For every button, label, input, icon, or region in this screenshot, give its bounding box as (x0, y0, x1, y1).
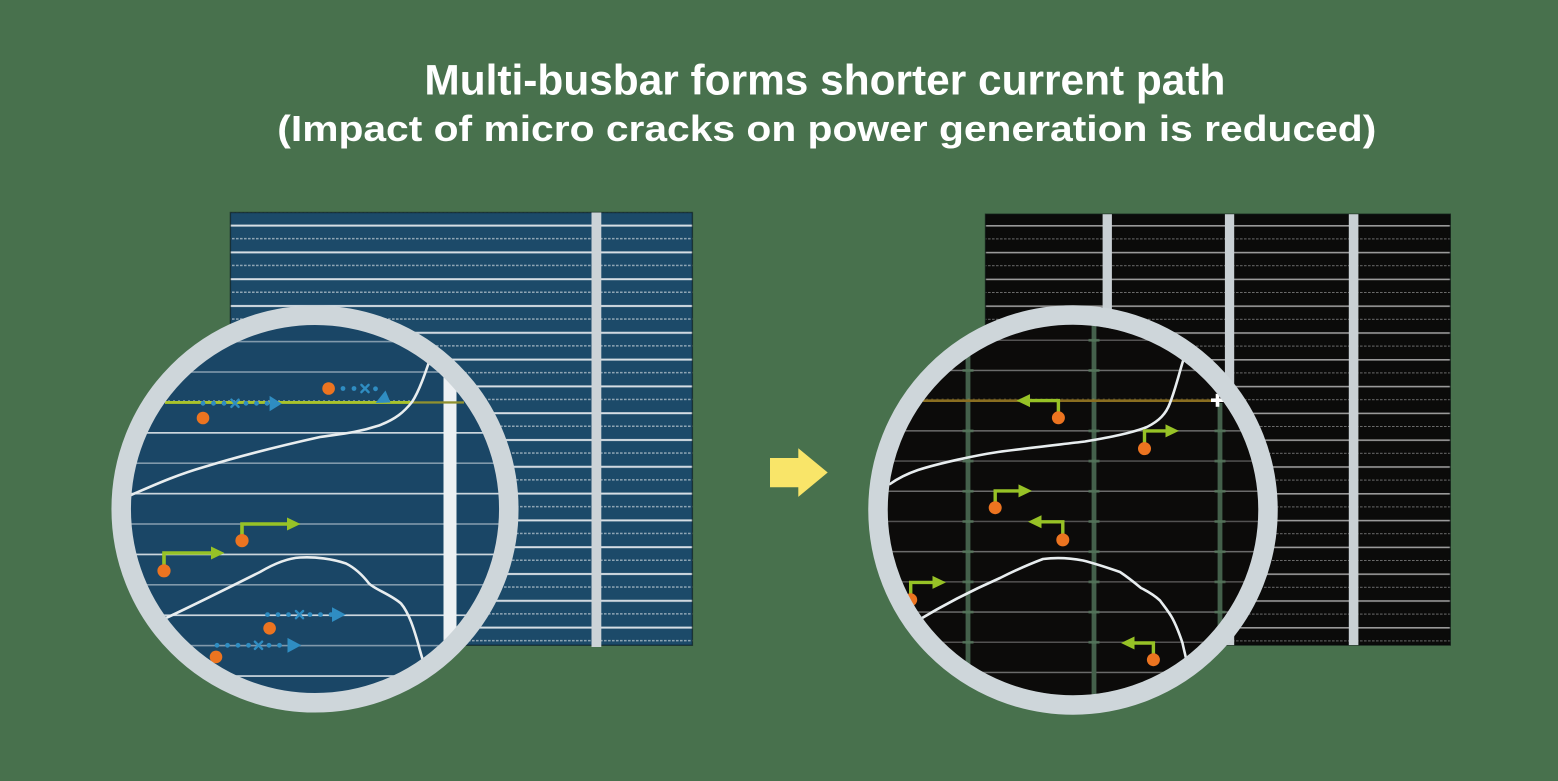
svg-text:(Impact of micro cracks on pow: (Impact of micro cracks on power generat… (277, 108, 1376, 149)
svg-text:Multi-busbar forms shorter cur: Multi-busbar forms shorter current path (424, 58, 1225, 105)
